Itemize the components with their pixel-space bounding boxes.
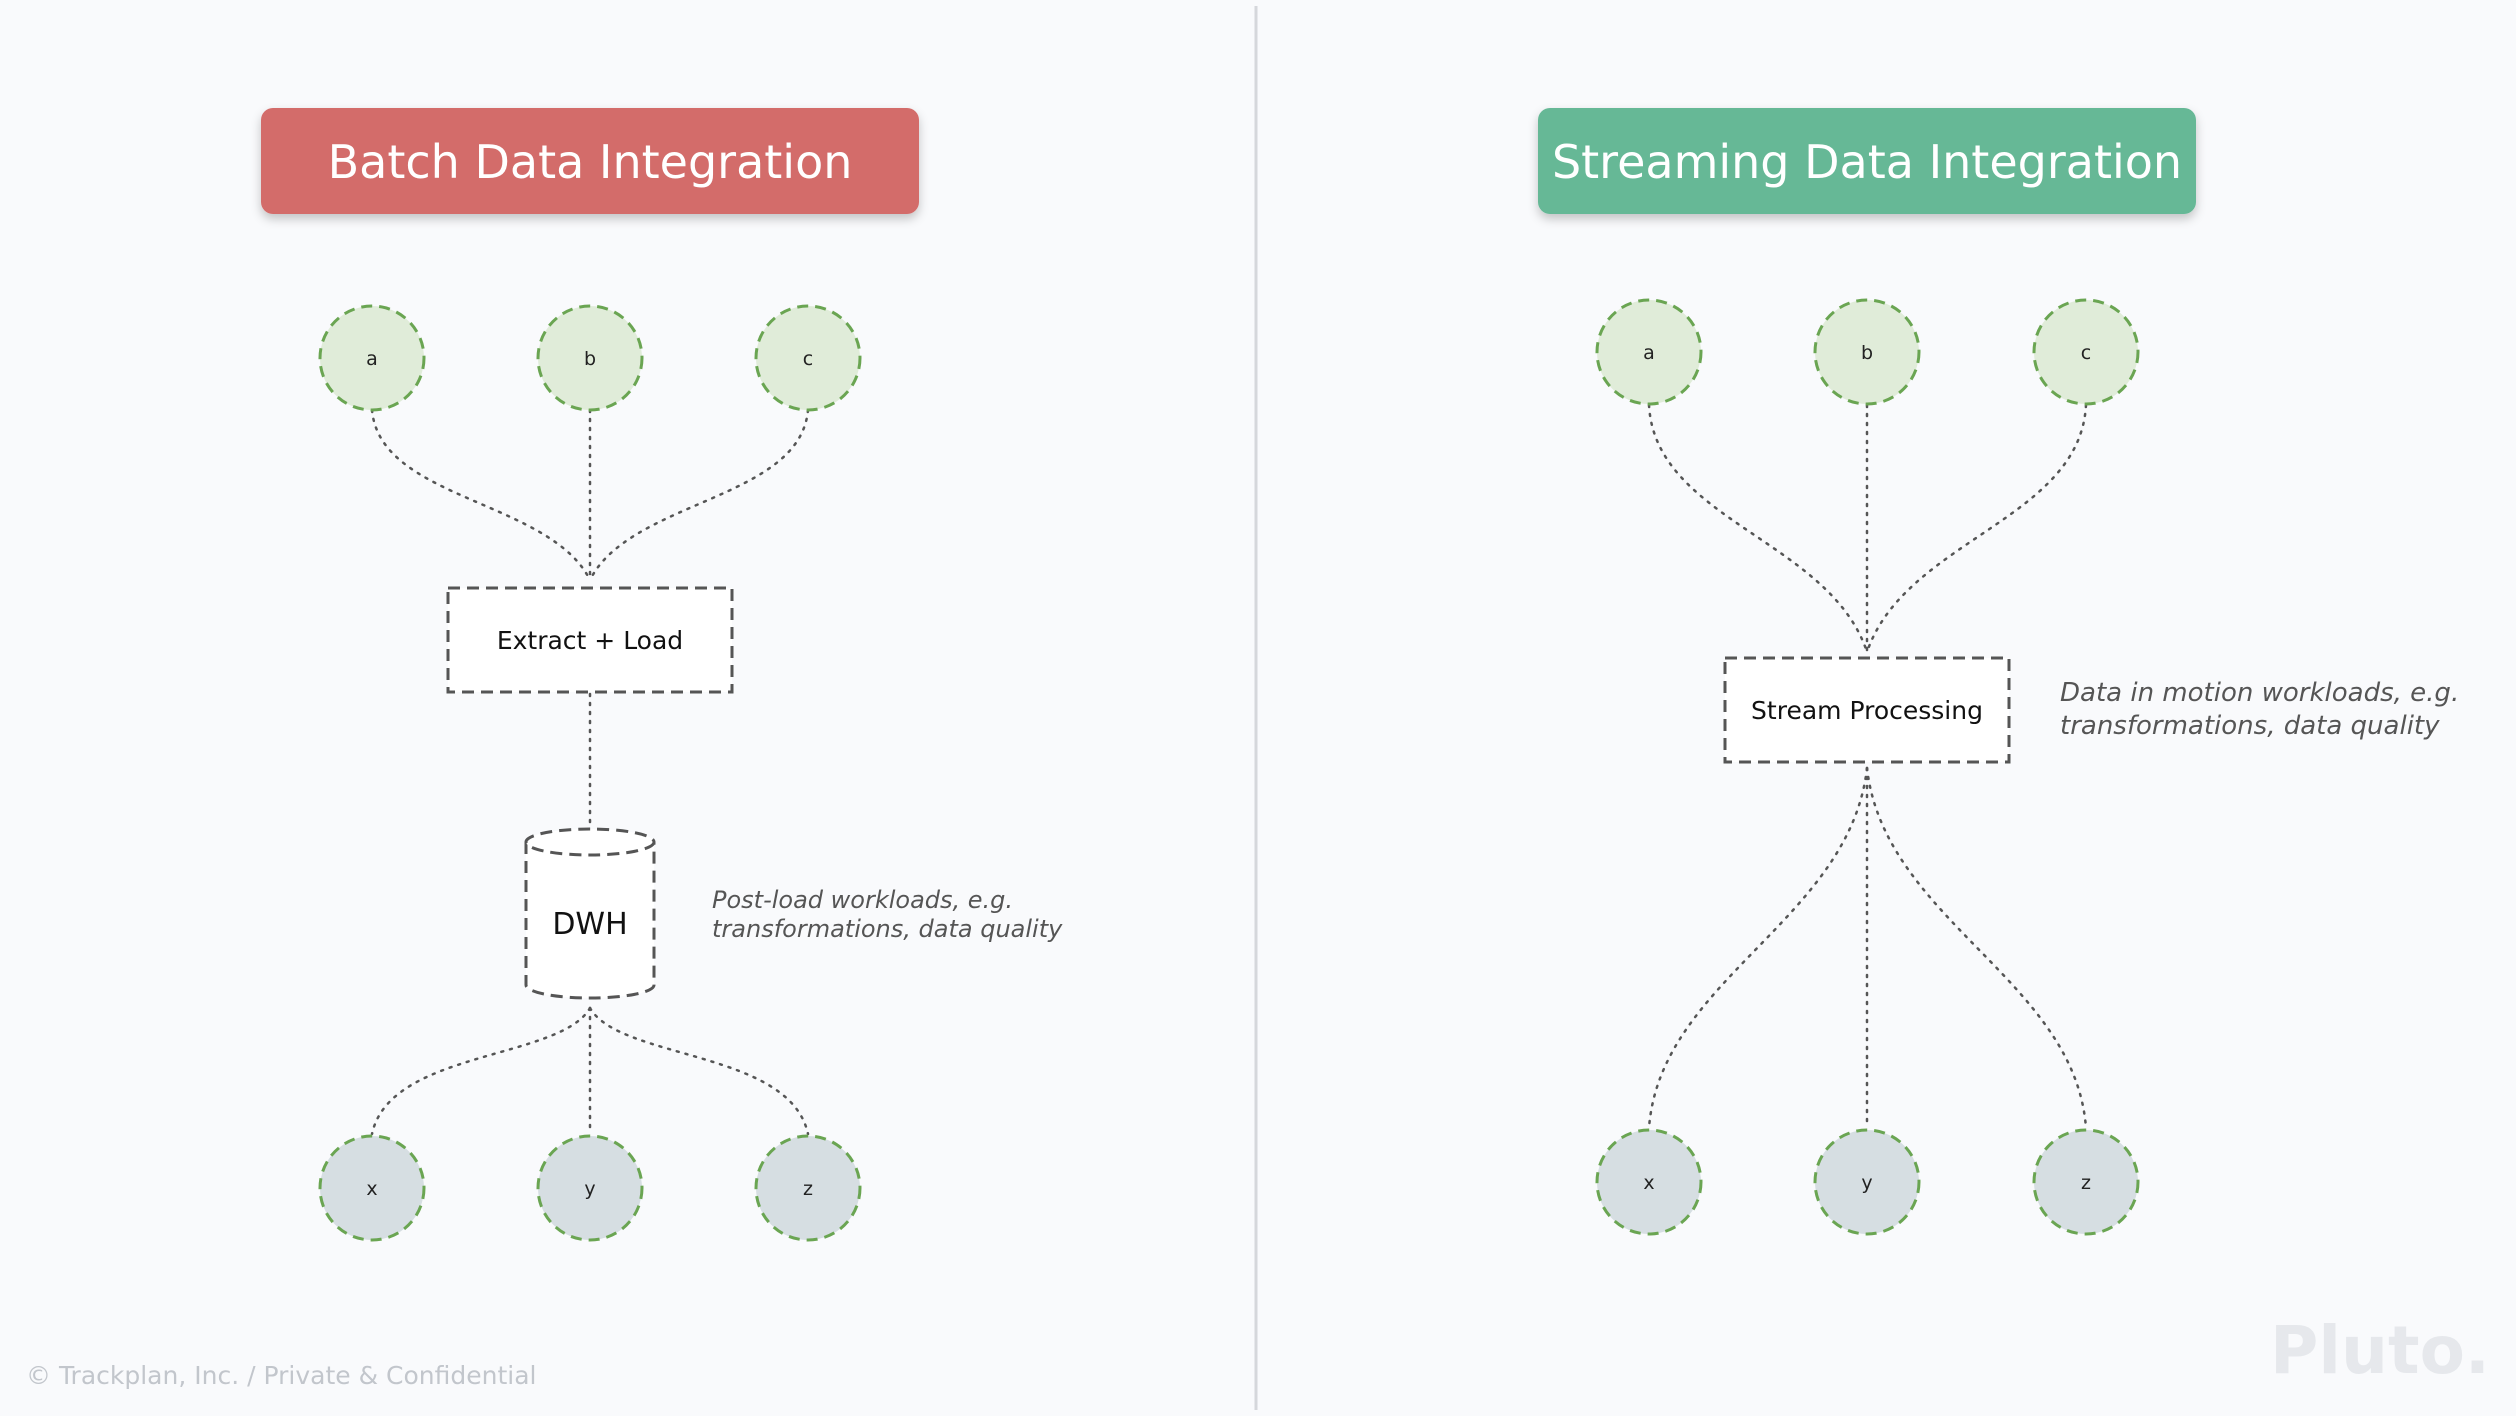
- footer-copyright: © Trackplan, Inc. / Private & Confidenti…: [26, 1361, 536, 1390]
- batch-source-node-c: c: [754, 304, 862, 412]
- streaming-source-circle: [1595, 298, 1703, 406]
- batch-title-banner: [261, 108, 919, 214]
- batch-target-node-x: x: [318, 1134, 426, 1242]
- batch-source-node-b: b: [536, 304, 644, 412]
- batch-dwh-label: DWH: [552, 907, 627, 942]
- dwh-cylinder-body: [524, 842, 656, 1000]
- batch-source-circle: [318, 304, 426, 412]
- streaming-panel: Streaming Data Integration a b c Stream …: [1538, 108, 2459, 1236]
- batch-target-circle: [754, 1134, 862, 1242]
- streaming-title: Streaming Data Integration: [1552, 135, 2182, 189]
- streaming-process-frame: [1723, 656, 2011, 764]
- streaming-target-label: z: [2081, 1172, 2091, 1194]
- batch-note-line-2: transformations, data quality: [712, 915, 1063, 943]
- batch-extract-load-frame: [446, 586, 734, 694]
- edge-stream-c-process: [1865, 403, 2088, 654]
- batch-source-label: a: [366, 348, 378, 370]
- pluto-logo: Pluto.: [2270, 1312, 2490, 1389]
- streaming-source-node-a: a: [1595, 298, 1703, 406]
- edge-batch-a-extract: [370, 408, 592, 582]
- streaming-note-line-1: Data in motion workloads, e.g.: [2060, 678, 2459, 708]
- batch-target-node-y: y: [536, 1134, 644, 1242]
- streaming-title-banner: [1538, 108, 2196, 214]
- edge-stream-process-x: [1647, 766, 1869, 1130]
- streaming-source-label: c: [2081, 342, 2091, 364]
- batch-target-label: x: [366, 1178, 377, 1200]
- streaming-source-node-c: c: [2032, 298, 2140, 406]
- batch-target-label: y: [584, 1178, 595, 1200]
- streaming-target-node-y: y: [1813, 1128, 1921, 1236]
- streaming-source-label: a: [1643, 342, 1655, 364]
- streaming-process-box: Stream Processing: [1723, 656, 2011, 764]
- streaming-target-node-x: x: [1595, 1128, 1703, 1236]
- streaming-source-node-b: b: [1813, 298, 1921, 406]
- batch-source-node-a: a: [318, 304, 426, 412]
- streaming-target-node-z: z: [2032, 1128, 2140, 1236]
- batch-source-circle: [754, 304, 862, 412]
- batch-target-circle: [318, 1134, 426, 1242]
- batch-source-label: c: [803, 348, 813, 370]
- streaming-note-line-2: transformations, data quality: [2060, 711, 2440, 741]
- streaming-source-circle: [2032, 298, 2140, 406]
- edge-batch-dwh-x: [370, 1006, 592, 1136]
- dwh-cylinder-top: [524, 827, 656, 857]
- streaming-target-circle: [2032, 1128, 2140, 1236]
- streaming-target-label: y: [1861, 1172, 1872, 1194]
- batch-target-node-z: z: [754, 1134, 862, 1242]
- streaming-target-circle: [1813, 1128, 1921, 1236]
- batch-note-line-1: Post-load workloads, e.g.: [712, 886, 1013, 914]
- edge-batch-c-extract: [588, 408, 810, 582]
- batch-extract-load-label: Extract + Load: [497, 626, 683, 655]
- streaming-target-circle: [1595, 1128, 1703, 1236]
- edge-stream-process-z: [1865, 766, 2088, 1130]
- batch-title: Batch Data Integration: [328, 135, 853, 189]
- batch-extract-load-box: Extract + Load: [446, 586, 734, 694]
- batch-dwh-cylinder: DWH: [524, 827, 656, 1000]
- streaming-source-circle: [1813, 298, 1921, 406]
- batch-panel: Batch Data Integration a b c Extract + L…: [261, 108, 1063, 1242]
- streaming-process-label: Stream Processing: [1751, 696, 1983, 725]
- batch-target-label: z: [803, 1178, 813, 1200]
- batch-source-circle: [536, 304, 644, 412]
- edge-stream-a-process: [1647, 403, 1869, 654]
- batch-source-label: b: [584, 348, 596, 370]
- streaming-target-label: x: [1643, 1172, 1654, 1194]
- batch-target-circle: [536, 1134, 644, 1242]
- edge-batch-dwh-z: [588, 1006, 810, 1136]
- streaming-source-label: b: [1861, 342, 1873, 364]
